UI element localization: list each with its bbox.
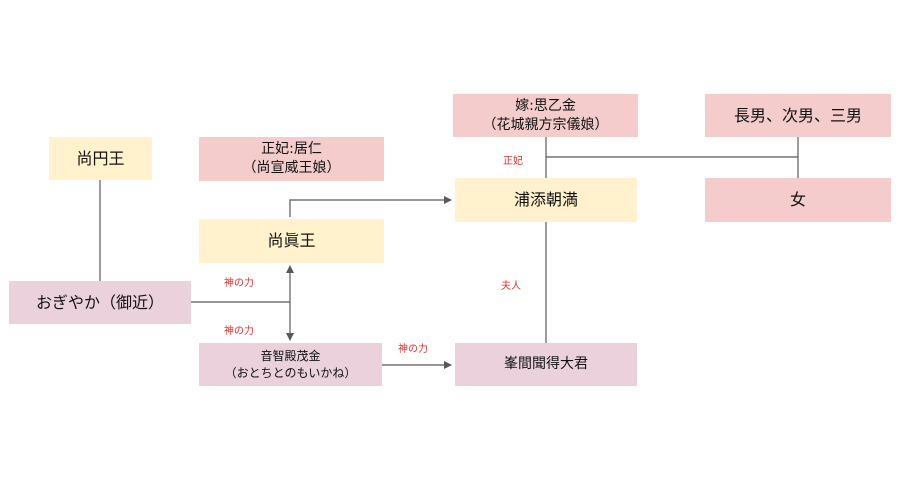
node-ochi: 音智殿茂金 （おとちとのもいかね）	[199, 343, 382, 386]
label-fujin: 夫人	[501, 281, 521, 292]
node-minema: 峯間聞得大君	[455, 343, 637, 386]
node-daughter-label: 女	[789, 190, 806, 210]
node-seihi: 正妃:居仁 （尚宣威王娘）	[199, 137, 384, 181]
node-ochi-line1: 音智殿茂金	[260, 349, 321, 364]
label-kami-upper: 神の力	[224, 278, 254, 289]
node-sons: 長男、次男、三男	[705, 94, 891, 137]
node-sho-shin-o: 尚眞王	[199, 219, 384, 263]
node-sons-label: 長男、次男、三男	[733, 105, 862, 125]
node-ogiyaka: おぎやか（御近）	[9, 281, 191, 324]
node-yome-line1: 嫁:思乙金	[515, 97, 576, 114]
node-ochi-line2: （おとちとのもいかね）	[224, 365, 357, 380]
node-yome: 嫁:思乙金 （花城親方宗儀娘）	[453, 94, 638, 137]
arrow-seihi-to-urasoe	[289, 196, 452, 217]
node-seihi-line1: 正妃:居仁	[261, 141, 322, 158]
node-urasoe: 浦添朝満	[455, 178, 637, 222]
label-kami-right: 神の力	[398, 344, 428, 355]
node-urasoe-label: 浦添朝満	[513, 190, 578, 210]
node-yome-line2: （花城親方宗儀娘）	[482, 116, 609, 133]
label-seihi: 正妃	[503, 156, 523, 167]
node-ogiyaka-label: おぎやか（御近）	[35, 292, 164, 312]
node-sho-shin-o-label: 尚眞王	[267, 231, 316, 251]
node-minema-label: 峯間聞得大君	[504, 356, 588, 373]
node-sho-en-o-label: 尚円王	[76, 148, 125, 168]
node-sho-en-o: 尚円王	[49, 137, 152, 180]
label-kami-lower: 神の力	[224, 326, 254, 337]
node-daughter: 女	[705, 178, 891, 222]
node-seihi-line2: （尚宣威王娘）	[242, 160, 341, 176]
